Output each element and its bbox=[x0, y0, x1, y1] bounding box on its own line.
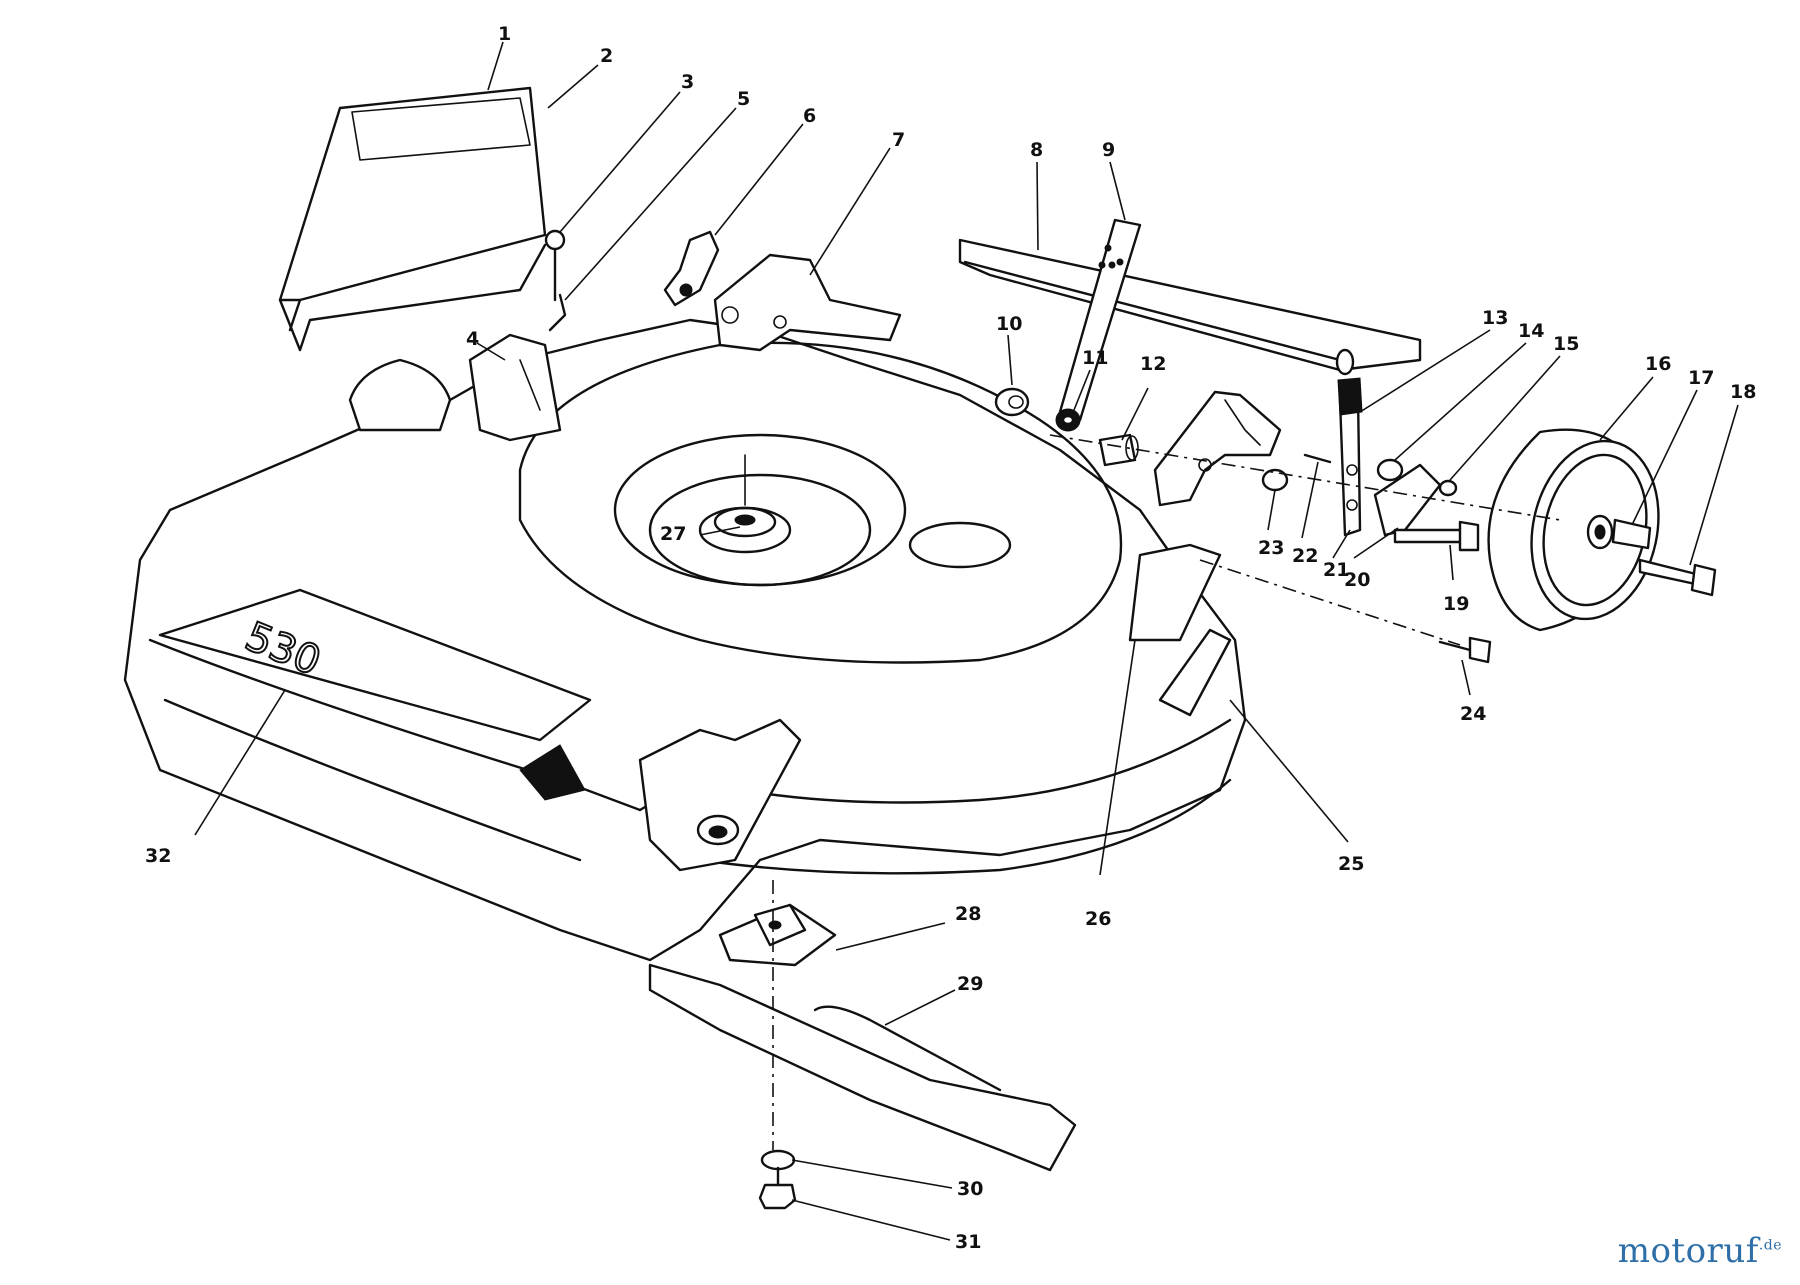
callout-9: 9 bbox=[1102, 139, 1115, 161]
washer-15 bbox=[1438, 479, 1458, 497]
nut-14 bbox=[1376, 458, 1404, 482]
callout-30: 30 bbox=[957, 1178, 983, 1200]
deflector-hinge bbox=[468, 333, 562, 442]
side-shield bbox=[1158, 628, 1232, 717]
rear-handle-bar bbox=[958, 238, 1422, 376]
callout-2: 2 bbox=[600, 45, 613, 67]
callout-1: 1 bbox=[498, 23, 511, 45]
callout-6: 6 bbox=[803, 105, 816, 127]
callout-17: 17 bbox=[1688, 367, 1714, 389]
axis-bolt-24 bbox=[1199, 559, 1461, 646]
callout-26: 26 bbox=[1085, 908, 1111, 930]
pin-22 bbox=[1303, 453, 1332, 464]
rear-wheel bbox=[1487, 428, 1717, 632]
washer-30 bbox=[760, 1149, 796, 1171]
grass-deflector bbox=[278, 86, 567, 352]
bracket-6 bbox=[663, 230, 720, 307]
callout-28: 28 bbox=[955, 903, 981, 925]
blade-bolt-31 bbox=[758, 1166, 797, 1210]
handle-bracket bbox=[713, 253, 902, 352]
callout-24: 24 bbox=[1460, 703, 1486, 725]
mower-deck: 530 bbox=[123, 253, 1247, 962]
screw-3 bbox=[544, 229, 566, 302]
callout-19: 19 bbox=[1443, 593, 1469, 615]
callout-15: 15 bbox=[1553, 333, 1579, 355]
washer-23 bbox=[1261, 468, 1289, 492]
rear-door-panel bbox=[1128, 543, 1222, 642]
callout-27: 27 bbox=[660, 523, 686, 545]
callout-12: 12 bbox=[1140, 353, 1166, 375]
spacer-12 bbox=[1098, 433, 1139, 467]
blade-29 bbox=[648, 963, 1077, 1172]
blade-adapter-28 bbox=[718, 903, 837, 967]
callout-18: 18 bbox=[1730, 381, 1756, 403]
bolt-19 bbox=[1393, 520, 1480, 552]
callout-25: 25 bbox=[1338, 853, 1364, 875]
height-adjust-link bbox=[1058, 218, 1142, 422]
callout-3: 3 bbox=[681, 71, 694, 93]
callout-labels: 1 2 3 5 6 7 4 8 9 10 11 12 13 14 15 16 1… bbox=[145, 23, 1756, 1253]
watermark-suffix: .de bbox=[1758, 1237, 1782, 1254]
callout-7: 7 bbox=[892, 129, 905, 151]
nut-10 bbox=[994, 387, 1030, 417]
callout-10: 10 bbox=[996, 313, 1022, 335]
callout-22: 22 bbox=[1292, 545, 1318, 567]
callout-21: 21 bbox=[1323, 559, 1349, 581]
watermark-name: motoruf bbox=[1617, 1231, 1759, 1271]
bolt-24 bbox=[1438, 636, 1492, 664]
callout-20: 20 bbox=[1344, 569, 1370, 591]
deck-hole bbox=[908, 521, 1012, 569]
callout-32: 32 bbox=[145, 845, 171, 867]
bushing-11 bbox=[1055, 408, 1081, 432]
callout-29: 29 bbox=[957, 973, 983, 995]
callout-5: 5 bbox=[737, 88, 750, 110]
callout-11: 11 bbox=[1082, 347, 1108, 369]
front-axle-bracket bbox=[638, 718, 802, 872]
height-lever-21 bbox=[1337, 377, 1363, 537]
callout-16: 16 bbox=[1645, 353, 1671, 375]
callout-8: 8 bbox=[1030, 139, 1043, 161]
watermark-logo: motoruf.de bbox=[1618, 1231, 1782, 1271]
wheel-bracket-20 bbox=[1373, 463, 1442, 537]
leader-lines bbox=[194, 41, 1739, 1241]
callout-13: 13 bbox=[1482, 307, 1508, 329]
callout-31: 31 bbox=[955, 1231, 981, 1253]
callout-4: 4 bbox=[466, 328, 479, 350]
callout-14: 14 bbox=[1518, 320, 1544, 342]
rear-height-bracket bbox=[1153, 390, 1282, 507]
callout-23: 23 bbox=[1258, 537, 1284, 559]
